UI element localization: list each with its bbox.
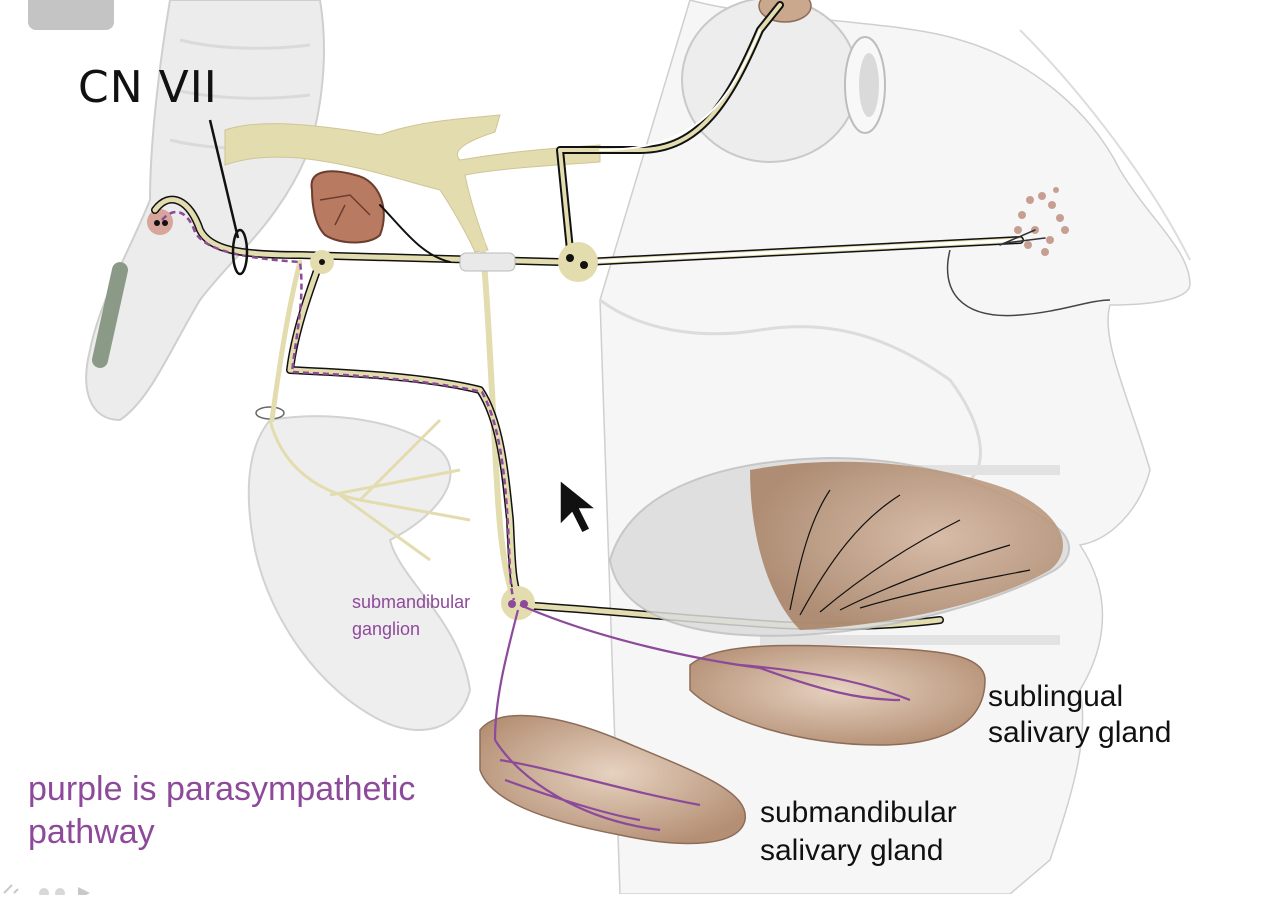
slide-number-badge bbox=[28, 0, 114, 30]
cn7-pointer bbox=[208, 119, 240, 239]
submandibular-gland-label: submandibular bbox=[760, 796, 957, 829]
brainstem bbox=[85, 0, 325, 422]
nose-bridge bbox=[1019, 29, 1191, 261]
tongue bbox=[608, 456, 1070, 637]
parasympathetic-path bbox=[161, 210, 516, 601]
nose-outline bbox=[946, 249, 1111, 317]
cn7-ring bbox=[231, 228, 249, 276]
slide-nav-icon[interactable] bbox=[0, 882, 100, 899]
nerve-sleeve bbox=[459, 252, 516, 272]
parotid-nerve-branches bbox=[268, 418, 471, 562]
cn7-label: CN VII bbox=[78, 62, 218, 113]
submandibular-gland-label-2: salivary gland bbox=[760, 834, 944, 867]
skull-hint bbox=[599, 298, 982, 482]
chorda-tympani bbox=[479, 239, 522, 608]
submandibular-ganglion-node bbox=[501, 586, 535, 620]
sublingual-gland-label: sublingual bbox=[988, 680, 1124, 713]
submandibular-ganglion-label-2: ganglion bbox=[352, 619, 421, 639]
legend-text-2: pathway bbox=[28, 813, 155, 851]
eyeball bbox=[681, 0, 886, 163]
nucleus bbox=[147, 209, 173, 235]
sublingual-gland-label-2: salivary gland bbox=[988, 716, 1172, 749]
submandibular-gland bbox=[479, 609, 746, 845]
mouse-pointer-icon bbox=[559, 478, 599, 535]
submandibular-ganglion-label: submandibular bbox=[352, 592, 471, 612]
stapedius bbox=[310, 170, 385, 244]
parotid-gland bbox=[247, 415, 472, 731]
pterygopalatine-ganglion bbox=[558, 242, 598, 282]
sublingual-gland bbox=[519, 603, 986, 746]
legend-text: purple is parasympathetic bbox=[28, 770, 416, 808]
